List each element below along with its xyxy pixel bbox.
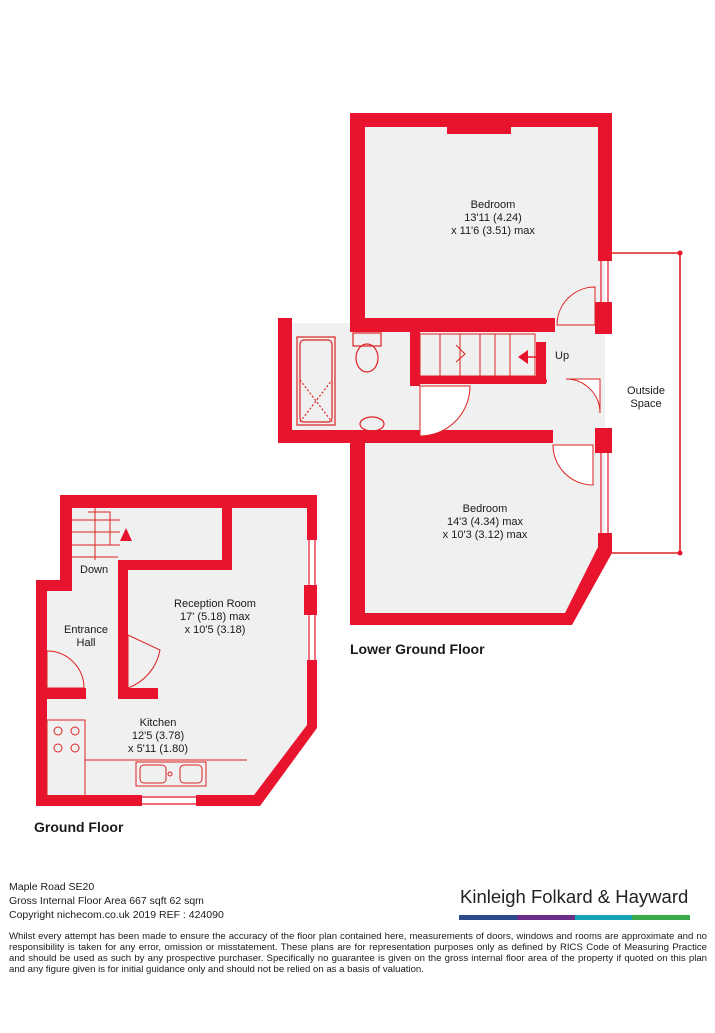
stairs-up-arrow-icon	[518, 350, 528, 364]
entrance-hall-label: Entrance Hall	[64, 624, 108, 650]
brand-bar-purple	[516, 915, 575, 920]
address: Maple Road SE20	[9, 881, 95, 893]
disclaimer-text: Whilst every attempt has been made to en…	[9, 931, 707, 975]
outside-space-outline	[612, 252, 681, 554]
kitchen-name: Kitchen	[139, 717, 177, 729]
bedroom-1-name: Bedroom	[470, 199, 516, 211]
lower-ground-floor-plan	[278, 113, 683, 625]
brand-color-bars	[459, 915, 690, 920]
stairs-up-label: Up	[555, 350, 570, 362]
lower-ground-floor-title: Lower Ground Floor	[350, 641, 485, 657]
entrance-hall-line-1: Entrance	[63, 624, 109, 636]
gross-area: Gross Internal Floor Area 667 sqft 62 sq…	[9, 895, 204, 907]
bedroom-2-name: Bedroom	[462, 503, 508, 515]
reception-room-dimension-1: 17' (5.18) max	[180, 611, 250, 623]
bedroom-2-label: Bedroom 14'3 (4.34) max x 10'3 (3.12) ma…	[443, 503, 528, 542]
brand-logo-text: Kinleigh Folkard & Hayward	[460, 886, 689, 907]
copyright: Copyright nichecom.co.uk 2019 REF : 4240…	[9, 909, 224, 921]
bedroom-1-label: Bedroom 13'11 (4.24) x 11'6 (3.51) max	[451, 199, 535, 238]
reception-room-label: Reception Room 17' (5.18) max x 10'5 (3.…	[174, 598, 256, 637]
kitchen-dimension-2: x 5'11 (1.80)	[128, 743, 188, 755]
entrance-hall-line-2: Hall	[76, 637, 96, 649]
reception-room-name: Reception Room	[174, 598, 256, 610]
bedroom-2-dimension-1: 14'3 (4.34) max	[446, 516, 524, 528]
outside-space-line-1: Outside	[627, 385, 665, 397]
stairs-down-arrow-icon	[120, 528, 132, 541]
bedroom-2-dimension-2: x 10'3 (3.12) max	[442, 529, 528, 541]
ground-floor-title: Ground Floor	[34, 819, 124, 835]
kitchen-dimension-1: 12'5 (3.78)	[131, 730, 185, 742]
bedroom-1-dimension-2: x 11'6 (3.51) max	[451, 225, 535, 237]
ground-floor-plan	[36, 495, 317, 806]
outside-space-line-2: Space	[630, 398, 662, 410]
brand-bar-teal	[574, 915, 633, 920]
stairs-down-label: Down	[80, 564, 109, 576]
bedroom-1-dimension-1: 13'11 (4.24)	[464, 212, 522, 224]
property-info: Maple Road SE20 Gross Internal Floor Are…	[9, 880, 224, 922]
reception-room-dimension-2: x 10'5 (3.18)	[184, 624, 246, 636]
kitchen-label: Kitchen 12'5 (3.78) x 5'11 (1.80)	[128, 717, 188, 756]
brand-bar-green	[632, 915, 690, 920]
brand-bar-blue	[459, 915, 517, 920]
outside-space-label: Outside Space	[627, 385, 665, 411]
